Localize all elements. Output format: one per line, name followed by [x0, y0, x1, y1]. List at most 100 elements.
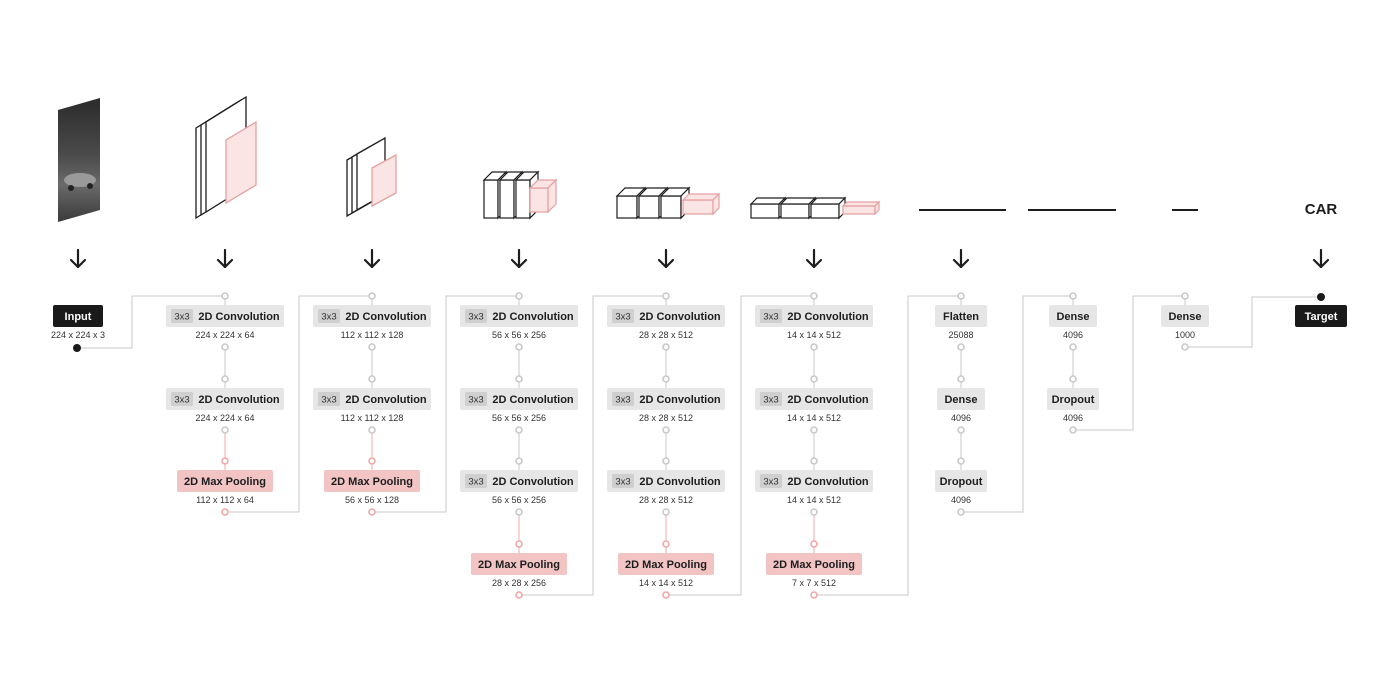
layer-input-port	[515, 540, 523, 548]
layer-input-port	[810, 457, 818, 465]
layer-output-dims: 56 x 56 x 256	[492, 413, 546, 423]
target-node: Target	[1295, 293, 1347, 327]
kernel-size-tag	[171, 392, 193, 406]
layer-input-port	[368, 292, 376, 300]
layer-label: 2D Convolution	[787, 311, 869, 323]
layer-label: 2D Convolution	[639, 311, 721, 323]
layer-output-port	[662, 426, 670, 434]
layer-output-dims: 4096	[951, 413, 971, 423]
layer-label: 2D Convolution	[345, 311, 427, 323]
layer-output-port	[368, 426, 376, 434]
kernel-size-label: 3x3	[763, 477, 778, 488]
layer-label: 2D Max Pooling	[184, 476, 266, 488]
layer-output-port	[515, 426, 523, 434]
layer-label: 2D Convolution	[198, 311, 280, 323]
feature-map-block-2	[346, 136, 397, 218]
layer-box	[471, 553, 567, 575]
layer-output-dims: 56 x 56 x 128	[345, 495, 399, 505]
down-arrows	[69, 248, 1330, 269]
layer-output-port	[221, 426, 229, 434]
layer-label: Flatten	[943, 311, 979, 323]
layer-output-port	[515, 591, 523, 599]
layer-input-port	[1069, 375, 1077, 383]
layer-input-port	[662, 292, 670, 300]
layer-output-dims: 224 x 224 x 64	[195, 413, 254, 423]
layer-box	[618, 553, 714, 575]
layer-input-port	[1069, 292, 1077, 300]
target-class-label: CAR	[1305, 201, 1338, 218]
layer-output-port	[1069, 426, 1077, 434]
layer-label: 2D Convolution	[492, 476, 574, 488]
input-port	[73, 344, 81, 352]
layer-output-dims: 14 x 14 x 512	[787, 495, 841, 505]
layer-box	[1047, 388, 1099, 410]
kernel-size-label: 3x3	[615, 395, 630, 406]
kernel-size-label: 3x3	[174, 312, 189, 323]
layer-input-port	[1181, 292, 1189, 300]
layer-input-port	[662, 375, 670, 383]
layer-box	[935, 305, 987, 327]
layer-input-port	[662, 457, 670, 465]
kernel-size-tag	[760, 474, 782, 488]
kernel-size-label: 3x3	[763, 395, 778, 406]
layer-output-dims: 14 x 14 x 512	[787, 413, 841, 423]
layer-output-port	[221, 343, 229, 351]
kernel-size-tag	[318, 309, 340, 323]
target-label: Target	[1305, 311, 1338, 323]
layer-output-port	[515, 508, 523, 516]
layer-output-dims: 14 x 14 x 512	[787, 330, 841, 340]
down-arrow-icon	[805, 248, 823, 269]
layer-box	[313, 305, 431, 327]
layer-box	[607, 388, 725, 410]
layer-box	[460, 305, 578, 327]
layer-input-port	[810, 292, 818, 300]
feature-map-block-3	[482, 170, 558, 220]
kernel-size-tag	[760, 309, 782, 323]
layer-output-dims: 28 x 28 x 256	[492, 578, 546, 588]
layer-label: Dense	[1168, 311, 1201, 323]
layer-output-port	[957, 343, 965, 351]
layer-label: Dropout	[940, 476, 983, 488]
layer-output-dims: 28 x 28 x 512	[639, 330, 693, 340]
layer-output-dims: 28 x 28 x 512	[639, 413, 693, 423]
layer-output-dims: 4096	[1063, 330, 1083, 340]
layer-label: Dropout	[1052, 394, 1095, 406]
layer-input-port	[810, 540, 818, 548]
kernel-size-tag	[318, 392, 340, 406]
down-arrow-icon	[216, 248, 234, 269]
kernel-size-label: 3x3	[615, 477, 630, 488]
layer-output-port	[368, 508, 376, 516]
layer-output-dims: 4096	[951, 495, 971, 505]
layer-box	[460, 470, 578, 492]
layer-output-port	[515, 343, 523, 351]
layer-box	[935, 470, 987, 492]
layer-box	[324, 470, 420, 492]
kernel-size-tag	[612, 392, 634, 406]
kernel-size-tag	[171, 309, 193, 323]
layer-output-port	[662, 508, 670, 516]
layer-output-dims: 56 x 56 x 256	[492, 495, 546, 505]
layer-box	[937, 388, 985, 410]
layer-label: 2D Convolution	[787, 394, 869, 406]
layer-output-dims: 112 x 112 x 128	[341, 413, 404, 423]
layer-output-dims: 112 x 112 x 64	[196, 495, 254, 505]
layer-label: 2D Convolution	[639, 476, 721, 488]
kernel-size-label: 3x3	[174, 395, 189, 406]
dense-layer: Dense 4096	[1049, 292, 1097, 351]
layer-box	[166, 388, 284, 410]
layer-label: Dense	[1056, 311, 1089, 323]
connectors	[80, 295, 1318, 596]
layer-input-port	[957, 292, 965, 300]
layer-input-port	[368, 457, 376, 465]
down-arrow-icon	[510, 248, 528, 269]
layer-box	[177, 470, 273, 492]
